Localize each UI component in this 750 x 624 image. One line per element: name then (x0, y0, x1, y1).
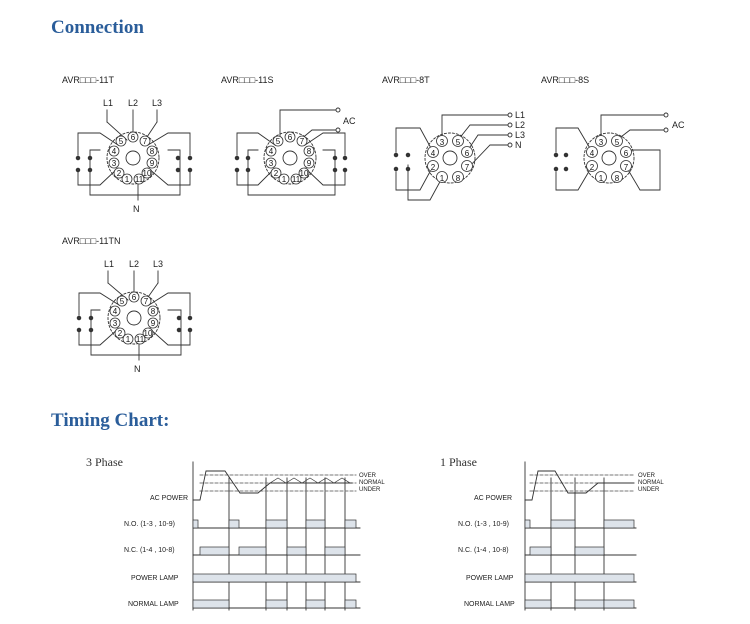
pin-number: 2 (274, 169, 279, 178)
pin-number: 4 (113, 307, 118, 316)
terminal-l1-label-8t: L1 (515, 110, 525, 120)
pin-number: 1 (126, 335, 131, 344)
level-over-1: OVER (638, 473, 656, 479)
pin-number: 7 (624, 163, 629, 172)
connection-heading: Connection (51, 17, 144, 38)
terminal-l2-label-8t: L2 (515, 120, 525, 130)
pin-number: 9 (150, 159, 155, 168)
model-11s-diagram: AVR□□□-11S AC (221, 75, 356, 196)
timing-chart-heading: Timing Chart: (51, 410, 170, 431)
pin-number: 2 (431, 163, 436, 172)
model-8t-diagram: AVR□□□-8T L1 L2 L3 N (382, 75, 525, 201)
pin-number: 4 (269, 147, 274, 156)
terminal-n-label-8t: N (515, 140, 522, 150)
row-label-nc-1: N.C. (1-4 , 10-8) (458, 547, 509, 554)
row-label-no-3: N.O. (1-3 , 10-9) (124, 521, 175, 528)
model-11s-label: AVR□□□-11S (221, 75, 274, 85)
pin-number: 7 (300, 137, 305, 146)
terminal-l2-label: L2 (128, 98, 138, 108)
row-label-nc-3: N.C. (1-4 , 10-8) (124, 547, 175, 554)
model-11tn-diagram: AVR□□□-11TN L1 L2 L3 N (62, 236, 193, 374)
pin-number: 5 (615, 138, 620, 147)
pin-number: 2 (117, 169, 122, 178)
pin-number: 10 (300, 169, 309, 178)
pin-number: 11 (135, 175, 144, 184)
pin-number: 2 (590, 163, 595, 172)
pin-number: 8 (150, 147, 155, 156)
pin-number: 3 (113, 319, 118, 328)
terminal-n-label-11tn: N (134, 364, 141, 374)
pin-number: 11 (136, 335, 145, 344)
pin-number: 6 (131, 133, 136, 142)
pin-number: 3 (112, 159, 117, 168)
pin-number: 3 (599, 138, 604, 147)
level-under-3: UNDER (359, 487, 381, 493)
pin-number: 3 (269, 159, 274, 168)
terminal-l2-label-11tn: L2 (129, 259, 139, 269)
pin-number: 6 (465, 149, 470, 158)
level-normal-3: NORMAL (359, 480, 385, 486)
pin-number: 8 (151, 307, 156, 316)
pin-number: 6 (132, 293, 137, 302)
pin-number: 4 (431, 149, 436, 158)
ac-label-11s: AC (343, 116, 356, 126)
pin-number: 5 (456, 138, 461, 147)
pin-number: 8 (307, 147, 312, 156)
pin-number: 8 (456, 174, 461, 183)
terminal-l1-label-11tn: L1 (104, 259, 114, 269)
terminal-l3-label: L3 (152, 98, 162, 108)
phase-title-3: 3 Phase (86, 455, 123, 469)
ac-label-8s: AC (672, 120, 685, 130)
pin-number: 9 (307, 159, 312, 168)
terminal-l3-label-8t: L3 (515, 130, 525, 140)
model-11t-label: AVR□□□-11T (62, 75, 114, 85)
pin-number: 8 (615, 174, 620, 183)
pin-number: 1 (282, 175, 287, 184)
pin-number: 3 (440, 138, 445, 147)
pin-number: 10 (144, 329, 153, 338)
pin-number: 1 (125, 175, 130, 184)
terminal-l1-label: L1 (103, 98, 113, 108)
model-11tn-label: AVR□□□-11TN (62, 236, 120, 246)
model-8s-label: AVR□□□-8S (541, 75, 589, 85)
pin-number: 6 (624, 149, 629, 158)
level-normal-1: NORMAL (638, 480, 664, 486)
pin-number: 4 (590, 149, 595, 158)
level-over-3: OVER (359, 473, 377, 479)
level-under-1: UNDER (638, 487, 660, 493)
model-8s-diagram: AVR□□□-8S AC (541, 75, 685, 191)
timing-chart-1-phase: 1 Phase OVER NORMAL UNDER AC POWER N.O. … (440, 455, 664, 611)
model-8t-label: AVR□□□-8T (382, 75, 430, 85)
pin-number: 1 (440, 174, 445, 183)
pin-number: 4 (112, 147, 117, 156)
pin-number: 5 (120, 297, 125, 306)
phase-title-1: 1 Phase (440, 455, 477, 469)
pin-number: 10 (143, 169, 152, 178)
row-label-normal-lamp-1: NORMAL LAMP (464, 601, 515, 608)
pin-number: 2 (118, 329, 123, 338)
pin-number: 6 (288, 133, 293, 142)
pin-number: 7 (465, 163, 470, 172)
pin-number: 11 (292, 175, 301, 184)
row-label-normal-lamp-3: NORMAL LAMP (128, 601, 179, 608)
model-11t-diagram: AVR□□□-11T L1 L2 L3 N (62, 75, 193, 214)
pin-number: 7 (144, 297, 149, 306)
row-label-power-lamp-1: POWER LAMP (466, 575, 514, 582)
timing-chart-3-phase: 3 Phase OVER NORMAL UNDER AC POWER N.O. … (86, 455, 385, 611)
row-label-ac-power-1: AC POWER (474, 495, 512, 502)
pin-number: 5 (119, 137, 124, 146)
pin-number: 5 (276, 137, 281, 146)
row-label-ac-power-3: AC POWER (150, 495, 188, 502)
terminal-n-label: N (133, 204, 140, 214)
row-label-no-1: N.O. (1-3 , 10-9) (458, 521, 509, 528)
terminal-l3-label-11tn: L3 (153, 259, 163, 269)
pin-number: 7 (143, 137, 148, 146)
pin-number: 9 (151, 319, 156, 328)
row-label-power-lamp-3: POWER LAMP (131, 575, 179, 582)
pin-number: 1 (599, 174, 604, 183)
